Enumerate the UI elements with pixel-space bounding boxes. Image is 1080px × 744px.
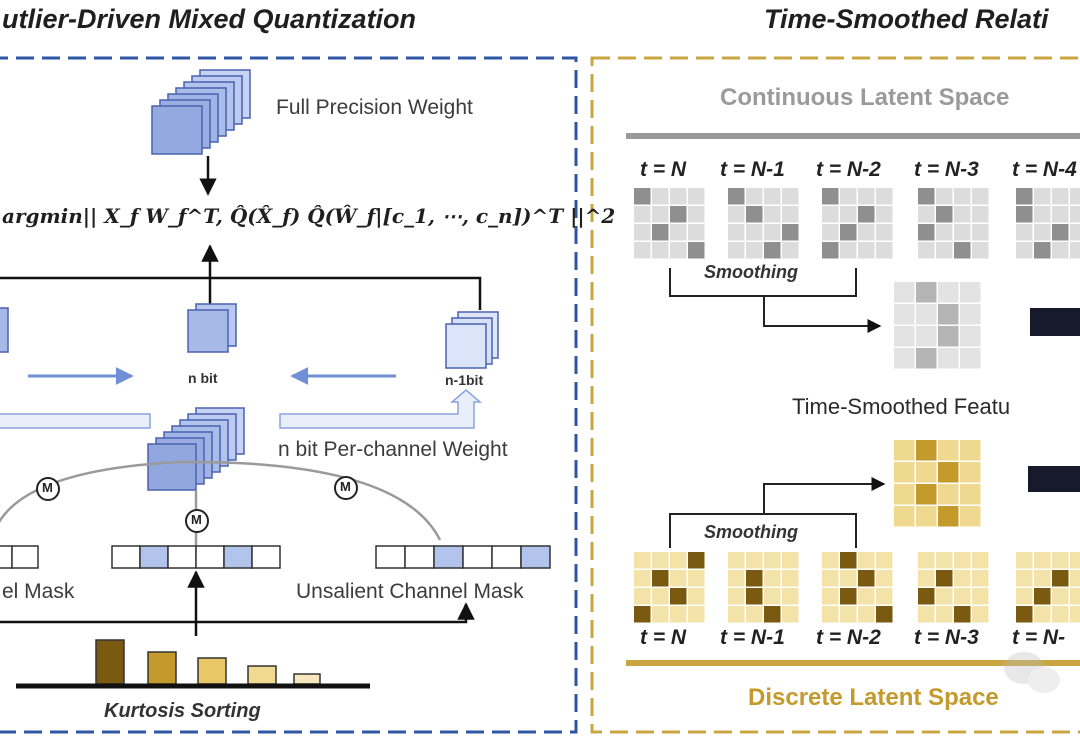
merge-arc <box>0 460 442 541</box>
n-bit-label: n bit <box>188 370 218 386</box>
discrete-grid <box>918 552 989 623</box>
bottom-step-2: t = N-2 <box>816 626 881 649</box>
top-step-4: t = N-4 <box>1012 158 1077 181</box>
merge-circle-right <box>334 476 358 500</box>
smoothed-gold-grid-cells <box>894 440 981 527</box>
hollow-band-left <box>0 413 151 429</box>
bottom-step-1: t = N-1 <box>720 626 785 649</box>
discrete-grids <box>634 552 1080 623</box>
discrete-grid <box>634 552 705 623</box>
top-smoothing-arrow <box>763 296 882 333</box>
kurtosis-label: Kurtosis Sorting <box>104 700 261 722</box>
bottom-step-3: t = N-3 <box>914 626 979 649</box>
full-precision-weight-stack <box>151 69 251 155</box>
continuous-grid <box>728 188 799 259</box>
left-bit-weight <box>0 307 9 353</box>
bottom-step-4: t = N- <box>1012 626 1066 649</box>
merge-symbol-middle: M <box>191 512 202 527</box>
top-step-3: t = N-3 <box>914 158 979 181</box>
hollow-band-right-arrow <box>279 389 483 429</box>
equation: argmin|| X_f W_f^T, Q̂(X̂_f) Q̂(Ŵ_f|[c_1… <box>2 204 615 228</box>
discrete-grid <box>1016 552 1080 623</box>
discrete-grid <box>822 552 893 623</box>
merge-circle-middle <box>185 509 209 533</box>
combine-line <box>0 276 482 310</box>
bottom-smoothing-bracket <box>669 513 857 548</box>
dark-token-top <box>1030 308 1080 336</box>
continuous-grid <box>822 188 893 259</box>
unsalient-channel-mask <box>375 545 551 569</box>
per-channel-label: n bit Per-channel Weight <box>278 438 508 461</box>
watermark-icon <box>1004 652 1060 693</box>
left-mask-label: el Mask <box>2 580 75 603</box>
discrete-label: Discrete Latent Space <box>748 684 999 711</box>
dark-token-bottom <box>1028 466 1080 492</box>
unsalient-mask-label: Unsalient Channel Mask <box>296 580 524 603</box>
arrow-kurtosis-right <box>0 602 475 624</box>
per-channel-weight-stack <box>147 407 245 491</box>
top-step-0: t = N <box>640 158 687 181</box>
merge-symbol-right: M <box>340 479 351 494</box>
full-precision-label: Full Precision Weight <box>276 96 473 119</box>
top-step-2: t = N-2 <box>816 158 881 181</box>
right-panel-title: Time-Smoothed Relati <box>764 4 1049 34</box>
top-smoothing-label: Smoothing <box>704 262 798 282</box>
equation-text: argmin|| X_f W_f^T, Q̂(X̂_f) Q̂(Ŵ_f|[c_1… <box>2 204 616 228</box>
continuous-label: Continuous Latent Space <box>720 84 1010 111</box>
middle-channel-mask <box>111 545 281 569</box>
smoothed-gold-grid <box>894 440 981 527</box>
continuous-grids <box>634 188 1080 259</box>
continuous-grid <box>634 188 705 259</box>
right-panel-border <box>590 56 1080 734</box>
n-bit-weight <box>187 303 237 353</box>
merge-circle-left <box>36 477 60 501</box>
smoothed-gray-grid-cells <box>894 282 981 369</box>
continuous-grid <box>918 188 989 259</box>
time-smoothed-label: Time-Smoothed Featu <box>792 394 1011 419</box>
continuous-grid <box>1016 188 1080 259</box>
left-panel-border <box>0 56 578 734</box>
top-step-1: t = N-1 <box>720 158 785 181</box>
smoothed-gray-grid <box>894 282 981 369</box>
bottom-step-0: t = N <box>640 626 687 649</box>
kurtosis-bars <box>95 639 321 685</box>
bottom-smoothing-arrow <box>763 477 886 514</box>
n-minus-1-bit-weight <box>445 311 499 369</box>
n-minus-1-bit-label: n-1bit <box>445 372 484 388</box>
left-channel-mask <box>0 545 39 569</box>
left-panel-title: utlier-Driven Mixed Quantization <box>2 4 417 34</box>
discrete-grid <box>728 552 799 623</box>
merge-symbol-left: M <box>42 480 53 495</box>
bottom-smoothing-label: Smoothing <box>704 522 798 542</box>
